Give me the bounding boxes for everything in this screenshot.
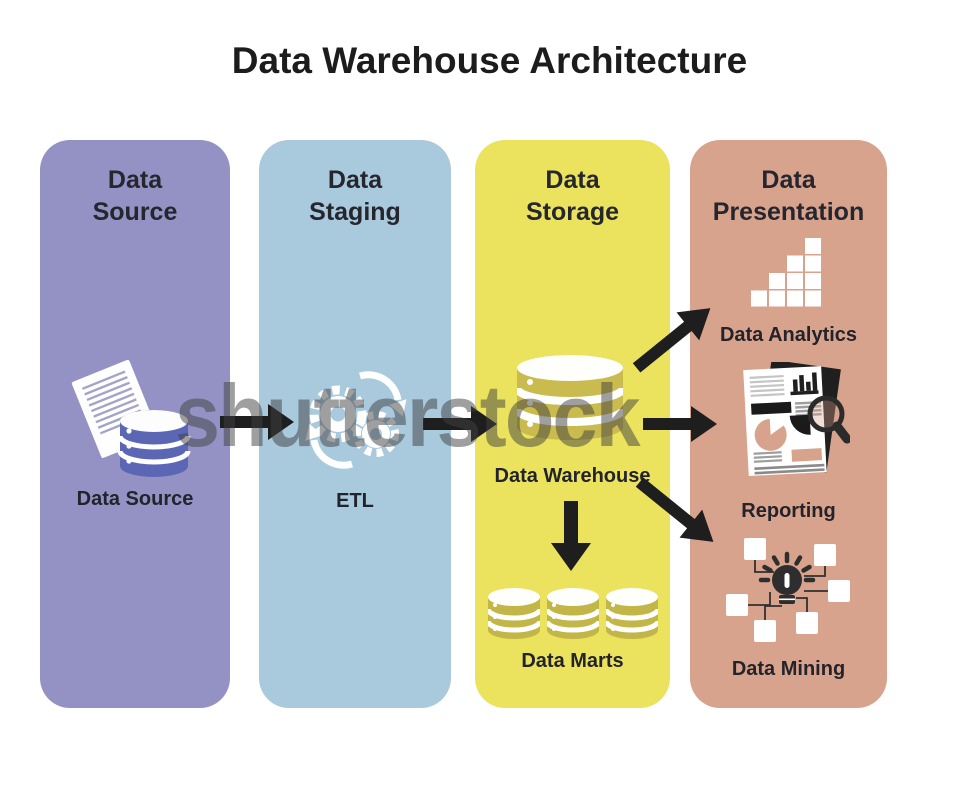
column-data-source: Data Source: [40, 140, 230, 708]
item-label-reporting: Reporting: [741, 500, 836, 522]
block-bar-chart-icon: [751, 238, 821, 307]
database-small-icon-2: [546, 588, 599, 639]
column-header-data-presentation: Data Presentation: [712, 166, 865, 226]
item-label-data-analytics: Data Analytics: [719, 324, 858, 346]
database-cylinder-icon: [513, 355, 627, 447]
database-small-icon-1: [487, 588, 540, 639]
triple-database-icon: [475, 588, 670, 644]
lightbulb-network-icon: [726, 536, 852, 648]
gears-cycle-icon: [298, 358, 413, 476]
database-small-icon-3: [605, 588, 658, 639]
diagram-title: Data Warehouse Architecture: [231, 40, 748, 81]
column-data-storage: Data Storage Data Warehouse: [475, 140, 670, 708]
column-header-data-source: Data Source: [92, 166, 178, 226]
item-label-data-warehouse: Data Warehouse: [494, 465, 651, 487]
column-data-presentation: Data Presentation Data Analytics: [690, 140, 887, 708]
item-label-data-marts: Data Marts: [521, 650, 624, 672]
item-label-data-source: Data Source: [76, 488, 194, 510]
report-magnifier-icon: [738, 359, 852, 482]
column-header-data-staging: Data Staging: [309, 166, 401, 226]
document-database-icon: [70, 358, 205, 488]
watermark-text: shutterstock: [175, 366, 641, 465]
item-label-etl: ETL: [336, 490, 374, 512]
column-header-data-storage: Data Storage: [525, 166, 620, 226]
item-label-data-mining: Data Mining: [731, 658, 846, 680]
